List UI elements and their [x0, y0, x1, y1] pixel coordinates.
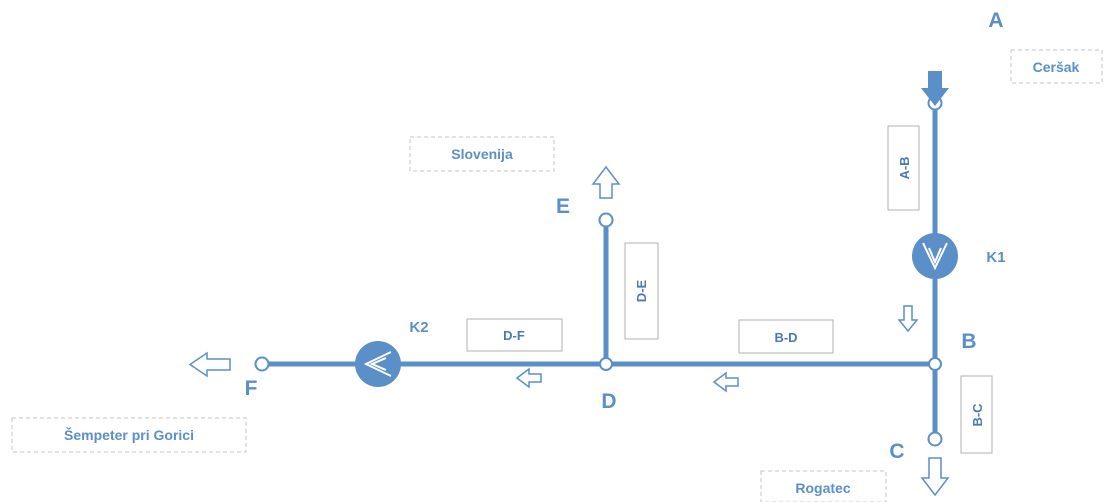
- place-cersak: Ceršak: [1010, 49, 1103, 84]
- node-b-label: B: [961, 330, 976, 353]
- compressor-k2-icon: [355, 341, 401, 387]
- node-e-circle: [598, 212, 614, 228]
- outflow-f-arrow-icon: [188, 351, 231, 378]
- node-e-label: E: [556, 195, 570, 218]
- node-b-circle: [928, 357, 942, 371]
- compressor-k1-label: K1: [986, 249, 1005, 266]
- node-d-circle: [599, 357, 613, 371]
- node-f-label: F: [245, 377, 258, 400]
- place-slovenija-label: Slovenija: [451, 146, 513, 162]
- segment-df-label: D-F: [503, 328, 525, 343]
- outflow-e-arrow-icon: [591, 165, 621, 199]
- place-sempeter-label: Šempeter pri Gorici: [64, 426, 194, 443]
- place-sempeter: Šempeter pri Gorici: [11, 417, 247, 453]
- compressor-k2-label: K2: [409, 319, 428, 336]
- node-c-circle: [927, 431, 943, 447]
- segment-df: D-F: [466, 318, 563, 352]
- segment-bc-label: B-C: [970, 403, 985, 427]
- node-d-label: D: [601, 390, 616, 413]
- segment-ab-label: A-B: [897, 156, 912, 179]
- place-rogatec: Rogatec: [760, 470, 887, 502]
- segment-bd-label: B-D: [774, 330, 797, 345]
- place-rogatec-label: Rogatec: [795, 480, 850, 496]
- segment-de: D-E: [624, 242, 659, 340]
- flow-left-arrow-bd-icon: [712, 371, 739, 393]
- node-f-circle: [254, 356, 270, 372]
- node-a-label: A: [988, 9, 1003, 32]
- segment-bc: B-C: [960, 375, 993, 454]
- flow-left-arrow-df-icon: [515, 367, 542, 389]
- inflow-arrow-icon: [921, 71, 949, 106]
- flow-down-arrow-icon: [897, 305, 919, 333]
- segment-de-label: D-E: [634, 279, 649, 302]
- segment-bd: B-D: [738, 319, 834, 354]
- place-slovenija: Slovenija: [409, 136, 555, 172]
- place-cersak-label: Ceršak: [1033, 59, 1080, 75]
- segment-ab: A-B: [887, 125, 920, 211]
- compressor-k1-icon: [912, 233, 958, 279]
- node-c-label: C: [889, 440, 904, 463]
- outflow-c-arrow-icon: [920, 457, 950, 497]
